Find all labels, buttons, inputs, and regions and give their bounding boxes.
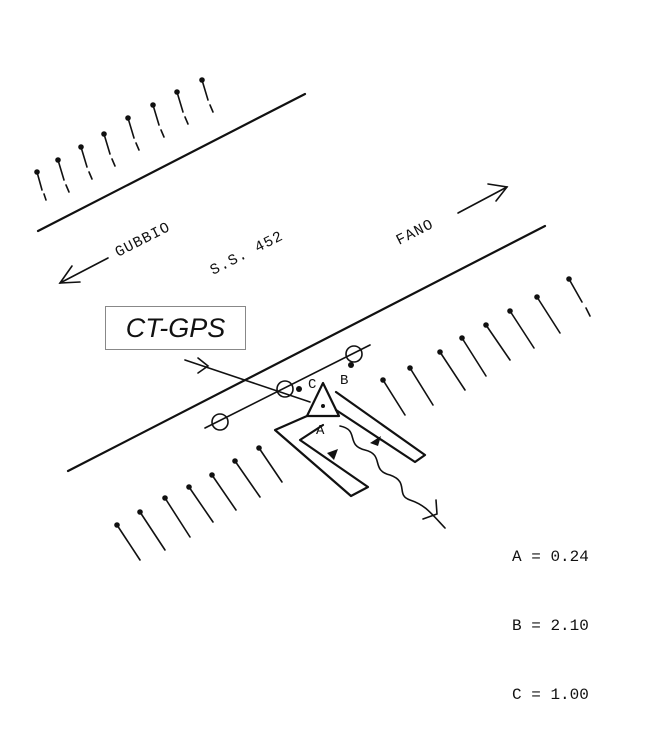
vegetation-south — [114, 276, 591, 561]
legend-row-a: A = 0.24 — [512, 546, 632, 569]
point-a-label: A — [316, 423, 325, 439]
legend-row-c: C = 1.00 — [512, 684, 632, 707]
vegetation-tick — [186, 484, 214, 523]
vegetation-tick — [437, 349, 466, 391]
vegetation-tick — [114, 522, 141, 561]
benchmark-circle-icon — [211, 413, 229, 431]
vegetation-tick — [34, 169, 47, 201]
vegetation-tick — [162, 495, 191, 538]
legend-value: 1.00 — [550, 686, 589, 704]
arrow-east-icon — [457, 183, 509, 214]
vegetation-tick — [101, 131, 116, 167]
vegetation-tick — [507, 308, 535, 349]
vegetation-tick — [137, 509, 166, 551]
benchmark-circle-icon — [276, 380, 294, 398]
legend-key: C — [512, 686, 522, 704]
legend-sep: = — [531, 548, 541, 566]
arrow-west-icon — [58, 257, 109, 284]
legend-row-b: B = 2.10 — [512, 615, 632, 638]
vegetation-tick — [407, 365, 434, 406]
vegetation-tick — [534, 294, 561, 334]
vegetation-tick — [174, 89, 189, 125]
vegetation-tick — [256, 445, 283, 483]
legend-sep: = — [531, 686, 541, 704]
baseline-instrument — [204, 344, 371, 431]
benchmark-circle-icon — [345, 345, 363, 363]
station-triangle-icon — [305, 381, 341, 418]
vegetation-tick — [209, 472, 237, 511]
destination-west-label: GUBBIO — [113, 219, 174, 261]
vegetation-tick — [566, 276, 591, 317]
vegetation-tick — [459, 335, 487, 377]
vegetation-tick — [150, 102, 165, 138]
vegetation-tick — [483, 322, 511, 361]
stream-line — [339, 425, 446, 529]
legend-key: A — [512, 548, 522, 566]
road-edge-north — [36, 92, 307, 233]
drainage-channel — [273, 390, 427, 498]
vegetation-tick — [125, 115, 140, 151]
legend-key: B — [512, 617, 522, 635]
site-sketch: GUBBIO S.S. 452 FANO C B A — [34, 77, 591, 561]
destination-east-label: FANO — [394, 216, 437, 249]
legend-value: 2.10 — [550, 617, 589, 635]
legend-value: 0.24 — [550, 548, 589, 566]
point-c-label: C — [308, 377, 316, 393]
vegetation-tick — [78, 144, 93, 180]
legend-sep: = — [531, 617, 541, 635]
station-label: CT-GPS — [105, 306, 246, 350]
vegetation-tick — [232, 458, 261, 498]
legend: A = 0.24 B = 2.10 C = 1.00 — [512, 500, 632, 730]
road-edge-south — [66, 224, 547, 473]
road-name-label: S.S. 452 — [208, 228, 287, 279]
vegetation-tick — [55, 157, 70, 193]
vegetation-north — [34, 77, 214, 201]
vegetation-tick — [380, 377, 406, 416]
point-b-label: B — [340, 373, 348, 389]
vegetation-tick — [199, 77, 214, 113]
